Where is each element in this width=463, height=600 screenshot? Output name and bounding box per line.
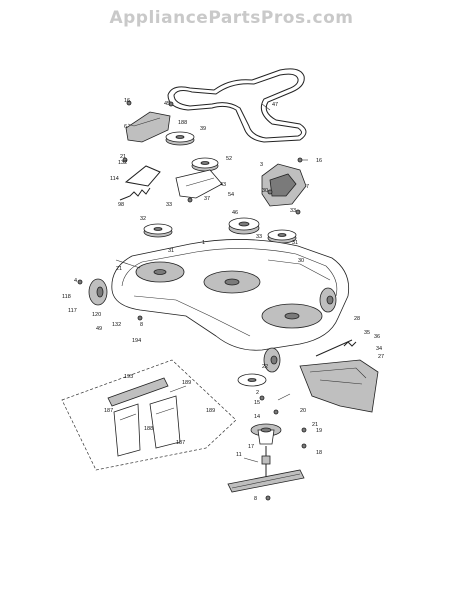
svg-text:114: 114: [110, 176, 119, 182]
svg-text:193: 193: [124, 374, 133, 380]
svg-text:8: 8: [140, 322, 143, 328]
svg-text:28: 28: [354, 316, 360, 322]
svg-text:31: 31: [292, 240, 298, 246]
svg-text:98: 98: [118, 202, 124, 208]
idler-pulley-mid: [191, 157, 219, 172]
svg-text:118: 118: [62, 294, 71, 300]
svg-text:21: 21: [312, 422, 318, 428]
svg-text:32: 32: [140, 216, 146, 222]
svg-text:16: 16: [124, 98, 130, 104]
chute-spring-rod: [315, 339, 357, 357]
svg-text:27: 27: [378, 354, 384, 360]
gauge-wheel-front: [263, 347, 281, 373]
svg-text:187: 187: [104, 408, 113, 414]
svg-text:194: 194: [132, 338, 141, 344]
svg-text:4: 4: [74, 278, 77, 284]
svg-text:15: 15: [254, 400, 260, 406]
svg-text:7: 7: [306, 184, 309, 190]
spindle-shaft: [261, 446, 271, 478]
svg-text:33: 33: [290, 208, 296, 214]
svg-text:37: 37: [204, 196, 210, 202]
svg-text:22: 22: [262, 364, 268, 370]
svg-text:8: 8: [254, 496, 257, 502]
svg-text:189: 189: [182, 380, 191, 386]
pulley-center: [228, 217, 260, 235]
svg-text:54: 54: [228, 192, 234, 198]
svg-text:188: 188: [178, 120, 187, 126]
spindle-pulley: [237, 373, 267, 387]
svg-text:16: 16: [316, 158, 322, 164]
svg-text:47: 47: [272, 102, 278, 108]
svg-text:21: 21: [116, 266, 122, 272]
svg-text:46: 46: [232, 210, 238, 216]
svg-text:35: 35: [364, 330, 370, 336]
svg-text:3: 3: [260, 162, 263, 168]
pulley-cover-right: [261, 163, 307, 207]
svg-text:1: 1: [202, 240, 205, 246]
drive-belt: [167, 68, 307, 143]
pulley-left: [143, 223, 173, 238]
svg-text:117: 117: [68, 308, 77, 314]
svg-text:30: 30: [262, 188, 268, 194]
svg-text:34: 34: [376, 346, 382, 352]
mower-deck-shell: [111, 239, 350, 351]
svg-text:6: 6: [124, 124, 127, 130]
idler-spring-arm: [119, 165, 161, 201]
svg-text:30: 30: [298, 258, 304, 264]
svg-text:187: 187: [176, 440, 185, 446]
svg-text:17: 17: [248, 444, 254, 450]
watermark-text: AppliancePartsPros.com: [109, 8, 354, 28]
svg-text:39: 39: [200, 126, 206, 132]
svg-text:18: 18: [316, 450, 322, 456]
svg-text:2: 2: [256, 390, 259, 396]
discharge-chute: [299, 359, 379, 413]
pulley-right: [267, 229, 297, 244]
svg-text:21: 21: [120, 154, 126, 160]
svg-text:14: 14: [254, 414, 260, 420]
svg-text:20: 20: [300, 408, 306, 414]
svg-text:120: 120: [92, 312, 101, 318]
svg-text:33: 33: [256, 234, 262, 240]
gauge-wheel-left: [88, 278, 108, 306]
svg-text:19: 19: [316, 428, 322, 434]
svg-text:188: 188: [144, 426, 153, 432]
svg-text:132: 132: [112, 322, 121, 328]
svg-text:33: 33: [166, 202, 172, 208]
idler-bracket: [175, 169, 223, 199]
svg-text:189: 189: [206, 408, 215, 414]
part-callouts: 16 45 6 188 39 21 132 114 52 43 54 37 98…: [62, 98, 384, 502]
svg-text:11: 11: [236, 452, 242, 458]
baffle-inset-box: [61, 359, 237, 471]
idler-pulley-upper: [165, 131, 195, 146]
svg-text:52: 52: [226, 156, 232, 162]
svg-text:45: 45: [164, 101, 170, 107]
svg-text:49: 49: [96, 326, 102, 332]
svg-text:36: 36: [374, 334, 380, 340]
leader-lines: [115, 103, 308, 463]
gauge-wheel-right: [319, 287, 337, 313]
mower-blade: [227, 469, 305, 493]
svg-text:132: 132: [118, 160, 127, 166]
hardware-bolts: [77, 100, 307, 501]
svg-text:31: 31: [168, 248, 174, 254]
svg-text:43: 43: [220, 182, 226, 188]
blade-spindle: [250, 423, 282, 445]
pulley-cover-left: [125, 111, 171, 143]
